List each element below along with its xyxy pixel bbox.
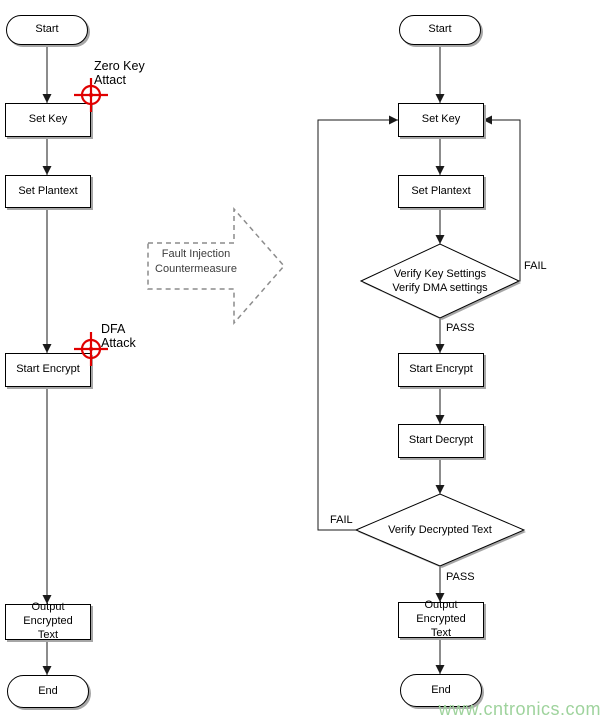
left-output-node: Output Encrypted Text: [5, 601, 91, 641]
fail-loop-left-connector: [317, 115, 398, 531]
zero-key-attack-label: Zero Key Attact: [94, 59, 145, 88]
watermark-text: www.cntronics.com: [438, 699, 601, 719]
right-output-node: Output Encrypted Text: [398, 599, 484, 639]
dfa-attack-label: DFA Attack: [101, 322, 136, 351]
right-set-plantext-node: Set Plantext: [398, 175, 484, 208]
left-end-node: End: [7, 675, 89, 708]
right-set-key-node: Set Key: [398, 103, 484, 137]
right-start-node: Start: [399, 15, 481, 45]
fail-loop-right-connector: [483, 115, 521, 282]
fail-label-2: FAIL: [330, 514, 353, 526]
verify-key-decision-label: Verify Key Settings Verify DMA settings: [392, 267, 488, 294]
left-set-key-node: Set Key: [5, 103, 91, 137]
pass-label-2: PASS: [446, 571, 475, 583]
left-start-node: Start: [6, 15, 88, 45]
countermeasure-label: Fault Injection Countermeasure: [155, 248, 237, 275]
left-start-encrypt-node: Start Encrypt: [5, 353, 91, 387]
fail-label-1: FAIL: [524, 260, 547, 272]
right-start-decrypt-node: Start Decrypt: [398, 424, 484, 458]
right-end-node: End: [400, 674, 482, 707]
verify-decrypted-decision-label: Verify Decrypted Text: [388, 523, 492, 536]
left-set-plantext-node: Set Plantext: [5, 175, 91, 208]
right-start-encrypt-node: Start Encrypt: [398, 353, 484, 387]
pass-label-1: PASS: [446, 322, 475, 334]
